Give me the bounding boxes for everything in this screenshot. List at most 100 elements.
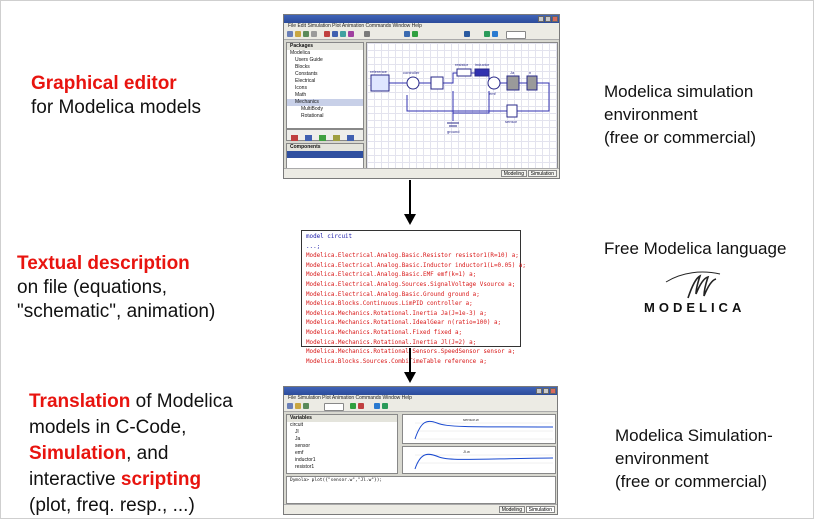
variable-browser-header: Variables [287,415,397,422]
simulate-icon[interactable] [412,31,418,37]
tree-item[interactable]: Blocks [295,64,310,70]
right-bottom-text: Modelica Simulation- environment (free o… [615,424,773,493]
tree-item[interactable]: Users Guide [295,57,323,63]
variable-item[interactable]: circuit [290,422,304,428]
right-top-line1: Modelica simulation [604,82,754,101]
right-bottom-line2: environment [615,449,709,468]
translation-line1-rest: of Modelica [130,391,233,412]
components-panel-header: Components [287,144,363,151]
textual-description: Textual description on file (equations, … [17,252,215,324]
tree-item[interactable]: Mechanics [287,99,363,106]
tree-item[interactable]: Modelica [290,50,311,56]
minimize-icon[interactable] [536,388,542,394]
block-label: reference [370,69,388,74]
right-top-line2: environment [604,105,698,124]
minimize-icon[interactable] [538,16,544,22]
modelica-logo-graphic: MODELICA [644,271,741,315]
code-line: Modelica.Mechanics.Rotational.Inertia Ja… [306,310,487,317]
new-icon[interactable] [287,403,293,409]
editor-statusbar: Modeling Simulation [284,168,559,178]
right-top-line3: (free or commercial) [604,128,757,147]
experiment-select[interactable] [324,403,344,411]
code-line: Modelica.Electrical.Analog.Sources.Signa… [306,281,516,288]
code-line: Modelica.Electrical.Analog.Basic.Ground … [306,291,480,298]
components-panel: Components [286,143,364,169]
components-row[interactable] [287,151,363,158]
maximize-icon[interactable] [543,388,549,394]
variable-item[interactable]: sensor [295,443,311,449]
variable-item[interactable]: inductor1 [295,457,316,463]
new-icon[interactable] [287,31,293,37]
editor-menubar[interactable]: File Edit Simulation Plot Animation Comm… [284,23,559,30]
tree-item[interactable]: Math [295,92,307,98]
translation-keyword: Translation [29,391,131,412]
open-icon[interactable] [295,403,301,409]
modeling-mode-button[interactable]: Modeling [498,506,525,513]
translation-line3-rest: , and [126,443,169,464]
translation-line5: (plot, freq. resp., ...) [29,495,195,516]
sim-menubar[interactable]: File Simulation Plot Animation Commands … [284,395,557,402]
close-icon[interactable] [550,388,556,394]
command-window[interactable]: Dymola> plot({"sensor.w","Jl.w"}); [286,476,556,504]
open-icon[interactable] [295,31,301,37]
plot-panel-bottom[interactable]: Jl.w [402,446,556,474]
simulate-icon[interactable] [350,403,356,409]
zoom-select[interactable] [506,31,526,39]
tree-item[interactable]: Rotational [301,113,324,119]
diagram-view-icon[interactable] [484,31,490,37]
variable-item[interactable]: Ja [295,436,301,442]
code-line: Modelica.Mechanics.Rotational.Fixed fixe… [306,329,463,336]
check-icon[interactable] [404,31,410,37]
sim-titlebar [284,387,557,395]
scripting-keyword: scripting [120,469,202,490]
code-line: model circuit [306,234,353,240]
arrow-editor-to-text [409,180,411,216]
diagram-canvas[interactable]: reference controller resistor inductor e… [366,42,558,169]
package-browser-header: Packages [287,43,363,50]
rect-tool-icon[interactable] [340,31,346,37]
maximize-icon[interactable] [545,16,551,22]
tree-item[interactable]: MultiBody [301,106,323,112]
print-icon[interactable] [311,31,317,37]
modeling-mode-button[interactable]: Modeling [500,170,527,177]
variable-browser: Variables circuit Jl Ja sensor emf induc… [286,414,398,474]
editor-titlebar [284,15,559,23]
plot-top-graph: sensor.w [414,417,554,440]
tree-item[interactable]: Electrical [295,78,316,84]
info-icon[interactable] [464,31,470,37]
line-tool-icon[interactable] [332,31,338,37]
text-view-icon[interactable] [492,31,498,37]
zoom-icon[interactable] [364,31,370,37]
editor-subtitle: for Modelica models [31,97,202,118]
components-row[interactable] [287,158,363,165]
ellipse-tool-icon[interactable] [348,31,354,37]
simulation-mode-button[interactable]: Simulation [527,170,557,177]
editor-title: Graphical editor [31,73,177,94]
tree-item[interactable]: Icons [295,85,307,91]
variable-item[interactable]: Jl [295,429,299,435]
translation-line4-start: interactive [29,469,121,490]
stop-icon[interactable] [358,403,364,409]
library-icons [291,135,354,141]
simulation-mode-button[interactable]: Simulation [525,506,555,513]
code-line: Modelica.Blocks.Sources.CombiTimeTable r… [306,358,487,365]
plot-icon[interactable] [374,403,380,409]
code-line: Modelica.Electrical.Analog.Basic.EMF emf… [306,272,477,279]
save-icon[interactable] [303,31,309,37]
circuit-diagram: reference controller resistor inductor e… [370,62,550,134]
command-line[interactable]: Dymola> plot({"sensor.w","Jl.w"}); [290,478,383,483]
arrow-head-1 [404,214,416,225]
variable-item[interactable]: emf [295,450,304,456]
tree-item[interactable]: Constants [295,71,318,77]
save-icon[interactable] [303,403,309,409]
component-icon-strip [286,129,364,141]
animate-icon[interactable] [382,403,388,409]
text-tool-icon[interactable] [324,31,330,37]
close-icon[interactable] [552,16,558,22]
translation-line4: interactive scripting [29,467,233,493]
plot-panel-top[interactable]: sensor.w [402,414,556,444]
variable-item[interactable]: resistor1 [295,464,315,470]
block-label: n [529,70,531,75]
code-line: Modelica.Electrical.Analog.Basic.Inducto… [306,262,526,269]
translation-line1: Translation of Modelica [29,389,233,415]
